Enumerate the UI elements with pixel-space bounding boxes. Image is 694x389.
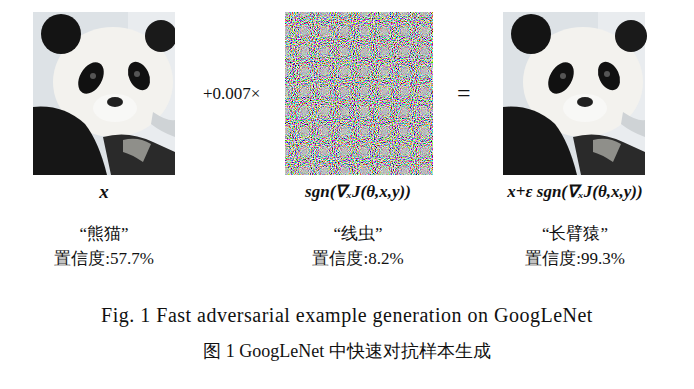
confidence-label: 置信度:8.2%: [248, 247, 468, 270]
confidence-label: 置信度:99.3%: [455, 247, 694, 270]
caption-chinese: 图 1 GoogLeNet 中快速对抗样本生成: [0, 339, 694, 363]
confidence-label: 置信度:57.7%: [14, 247, 194, 270]
variable-label: sgn(∇ₓJ(θ,x,y)): [248, 181, 468, 202]
adversarial-panda-image: [499, 12, 649, 175]
class-label: “线虫”: [248, 222, 468, 245]
image-column: sgn(∇ₓJ(θ,x,y)) “线虫”置信度:8.2%: [248, 12, 468, 274]
noise-image: [285, 12, 433, 175]
image-column: x “熊猫”置信度:57.7%: [14, 12, 194, 274]
operator-equals: =: [457, 80, 471, 107]
operator-plus: +0.007×: [203, 84, 260, 104]
variable-label: x: [14, 181, 194, 203]
variable-label: x+ε sgn(∇ₓJ(θ,x,y)): [455, 181, 694, 202]
image-column: x+ε sgn(∇ₓJ(θ,x,y)) “长臂猿”置信度:99.3%: [455, 12, 694, 274]
caption-english: Fig. 1 Fast adversarial example generati…: [0, 304, 694, 327]
class-label: “长臂猿”: [455, 222, 694, 245]
class-label: “熊猫”: [14, 222, 194, 245]
panda-image: [33, 12, 175, 175]
